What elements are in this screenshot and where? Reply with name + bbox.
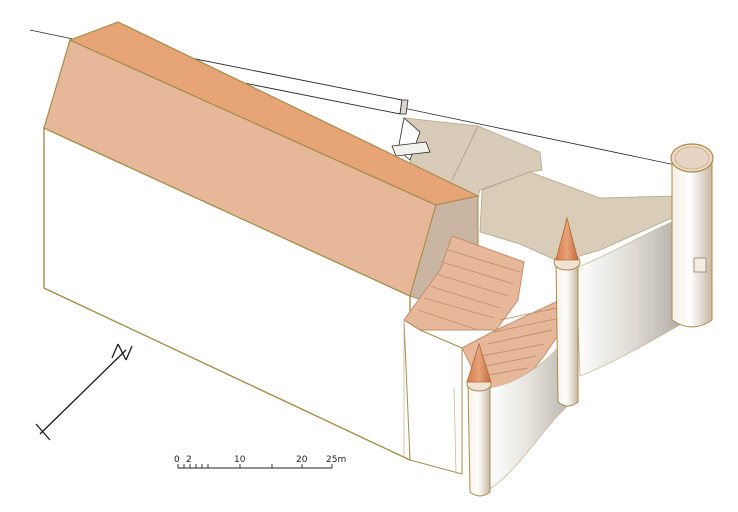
- scale-tick-10: 10: [234, 455, 246, 465]
- scale-bar: 0 2 10 20 25m: [174, 455, 346, 469]
- main-hall: [43, 21, 480, 462]
- scale-tick-20: 20: [296, 455, 308, 465]
- north-arrow-icon: [35, 343, 133, 441]
- scale-tick-25m: 25m: [326, 455, 346, 465]
- large-round-tower: [670, 143, 714, 328]
- turret-middle: [553, 216, 581, 407]
- scale-tick-2: 2: [186, 455, 192, 465]
- turret-middle-cone: [555, 216, 579, 261]
- turret-front: [466, 342, 492, 497]
- turret-front-cone: [466, 342, 492, 383]
- scale-tick-0: 0: [174, 455, 180, 465]
- upper-terrace: [391, 117, 691, 263]
- lower-wall: [403, 319, 463, 475]
- tower-window: [693, 257, 707, 273]
